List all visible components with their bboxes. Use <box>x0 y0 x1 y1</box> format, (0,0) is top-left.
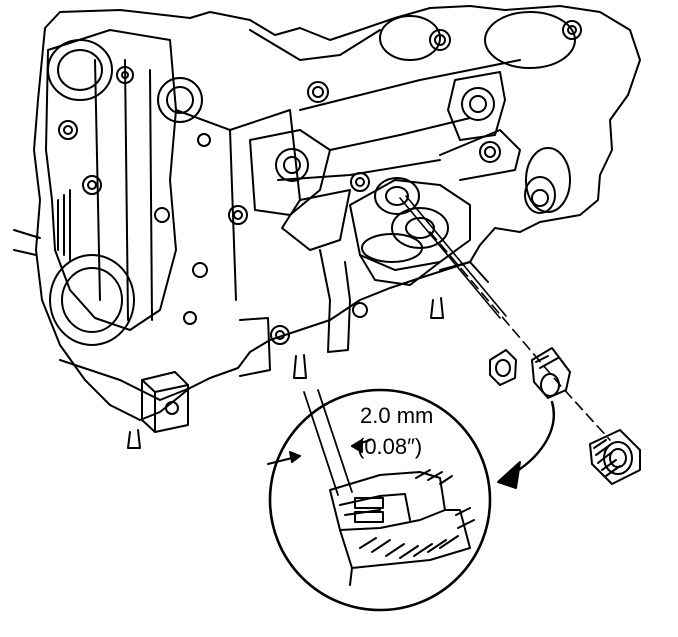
measurement-metric-label: 2.0 mm <box>360 403 434 428</box>
threaded-plug <box>590 430 640 484</box>
detail-magnifier <box>268 390 490 610</box>
curved-arrow <box>498 402 554 488</box>
mounting-foot <box>142 372 188 432</box>
measurement-imperial-label: (0.08″) <box>357 434 423 459</box>
oil-pump-assembly <box>350 178 470 285</box>
engine-block-illustration <box>14 6 640 448</box>
bushing-nut <box>490 350 516 385</box>
sleeve-insert <box>532 348 570 398</box>
